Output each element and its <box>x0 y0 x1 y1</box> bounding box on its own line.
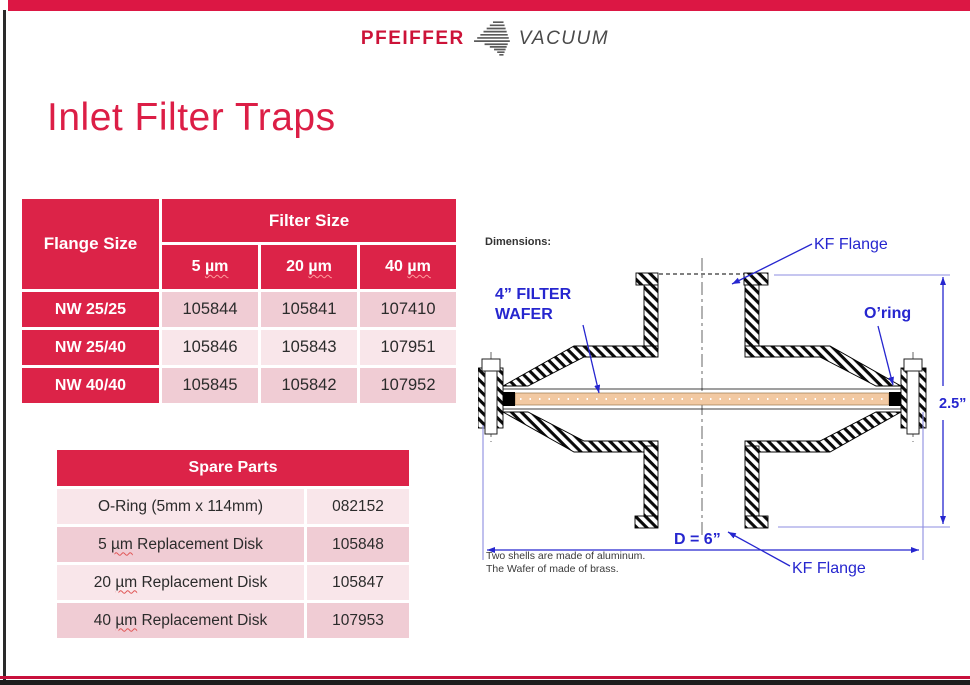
clamp-bolt <box>481 358 923 435</box>
oring-left <box>503 392 515 406</box>
pfeiffer-rotor-icon <box>473 21 510 56</box>
bottom-black-strip <box>0 680 970 685</box>
filter-col-header-20um: 20 µm <box>261 245 357 289</box>
height-dimension-value: 2.5” <box>939 396 966 412</box>
table-row: NW 25/40 105846 105843 107951 <box>22 330 456 365</box>
filter-col-header-40um: 40 µm <box>360 245 456 289</box>
spare-item-cell: 40 µm Replacement Disk <box>57 603 304 638</box>
part-number-cell: 105846 <box>162 330 258 365</box>
part-number-cell: 105845 <box>162 368 258 403</box>
part-number-cell: 107951 <box>360 330 456 365</box>
hatched-shell-sections <box>478 272 927 529</box>
table-row: NW 25/25 105844 105841 107410 <box>22 292 456 327</box>
flange-size-cell: NW 25/40 <box>22 330 159 365</box>
part-number-cell: 107952 <box>360 368 456 403</box>
spare-part-number-cell: 082152 <box>307 489 409 524</box>
left-border-line <box>3 10 6 685</box>
table-row: 20 µm Replacement Disk 105847 <box>57 565 409 600</box>
mating-face-lines <box>503 388 901 410</box>
spare-item-cell: 20 µm Replacement Disk <box>57 565 304 600</box>
table-row: O-Ring (5mm x 114mm) 082152 <box>57 489 409 524</box>
spare-item-cell: O-Ring (5mm x 114mm) <box>57 489 304 524</box>
flange-size-cell: NW 40/40 <box>22 368 159 403</box>
table-row: 40 µm Replacement Disk 107953 <box>57 603 409 638</box>
table-row: NW 40/40 105845 105842 107952 <box>22 368 456 403</box>
top-red-bar <box>8 0 970 11</box>
spare-parts-header: Spare Parts <box>57 450 409 486</box>
spare-item-cell: 5 µm Replacement Disk <box>57 527 304 562</box>
pfeiffer-vacuum-logo: PFEIFFER VACUUM <box>361 20 609 58</box>
material-note-line1: Two shells are made of aluminum. <box>486 550 645 562</box>
dimensions-label: Dimensions: <box>485 236 551 248</box>
logo-brand-text: PFEIFFER <box>360 28 465 49</box>
oring-label: O’ring <box>864 305 911 322</box>
filter-trap-cross-section-diagram: Dimensions: KF Flange 4” FILTER WAFER O’… <box>478 236 966 577</box>
kf-flange-top-label: KF Flange <box>814 236 888 253</box>
extension-lines <box>482 274 950 560</box>
filter-table-corner-header: Flange Size <box>22 199 159 289</box>
filter-table-group-header: Filter Size <box>162 199 456 242</box>
diameter-dimension-value: D = 6” <box>674 531 721 548</box>
part-number-cell: 105842 <box>261 368 357 403</box>
spare-part-number-cell: 107953 <box>307 603 409 638</box>
oring-right <box>889 392 901 406</box>
part-number-cell: 105844 <box>162 292 258 327</box>
logo-product-text: VACUUM <box>518 28 610 49</box>
spare-part-number-cell: 105847 <box>307 565 409 600</box>
spare-part-number-cell: 105848 <box>307 527 409 562</box>
spare-parts-table: Spare Parts O-Ring (5mm x 114mm) 082152 … <box>54 447 412 641</box>
part-number-cell: 107410 <box>360 292 456 327</box>
dimension-lines <box>487 243 946 567</box>
bottom-red-line <box>0 676 970 679</box>
kf-flange-bottom-label: KF Flange <box>792 560 866 577</box>
material-note-line2: The Wafer of made of brass. <box>486 563 619 575</box>
filter-col-header-5um: 5 µm <box>162 245 258 289</box>
filter-wafer-label-line1: 4” FILTER <box>495 286 572 303</box>
filter-size-table: Flange Size Filter Size 5 µm 20 µm 40 µm… <box>19 196 459 406</box>
part-number-cell: 105843 <box>261 330 357 365</box>
part-number-cell: 105841 <box>261 292 357 327</box>
filter-wafer-label-line2: WAFER <box>495 306 553 323</box>
page-title: Inlet Filter Traps <box>47 96 336 139</box>
flange-size-cell: NW 25/25 <box>22 292 159 327</box>
table-row: 5 µm Replacement Disk 105848 <box>57 527 409 562</box>
